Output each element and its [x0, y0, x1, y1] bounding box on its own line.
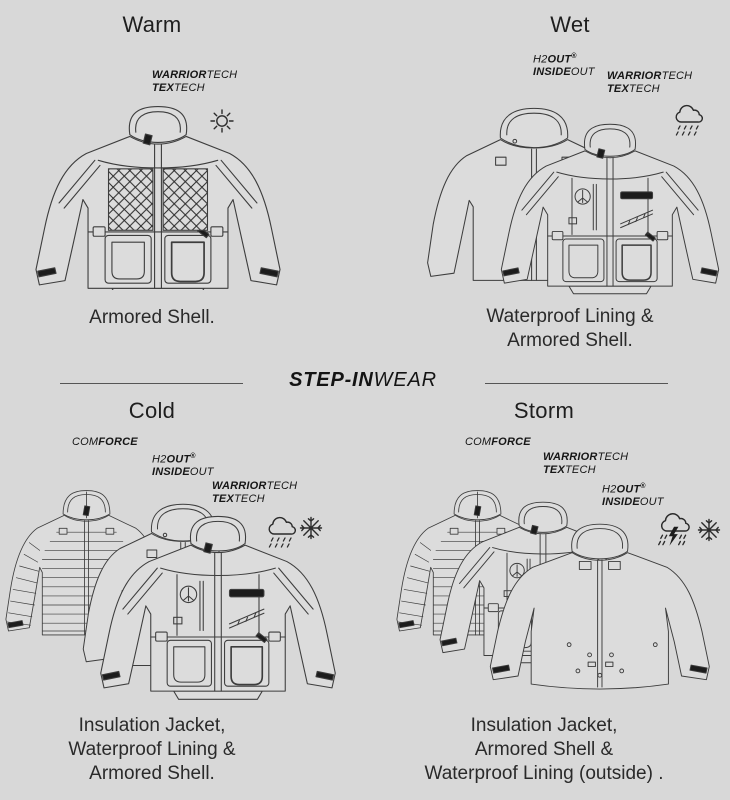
armored-shell-jacket-illustration — [30, 104, 286, 290]
wet-jackets-illustration — [427, 107, 725, 313]
tech-label-warriortech-textech: WARRIORTECH TEXTECH — [607, 70, 693, 95]
caption-wet: Waterproof Lining & Armored Shell. — [486, 306, 654, 351]
cold-jackets-illustration — [5, 490, 364, 706]
sun-icon — [210, 109, 234, 133]
tech-label-warriortech-textech: WARRIORTECH TEXTECH — [152, 69, 238, 94]
section-title-cold: Cold — [128, 398, 176, 423]
section-title-wet: Wet — [550, 12, 590, 37]
brand-divider-step-in-wear: STEP-INWEAR — [289, 369, 437, 391]
storm-cloud-icon — [658, 513, 690, 546]
tech-label-h2out-insideout: H2OUT® INSIDEOUT — [602, 483, 664, 509]
caption-cold: Insulation Jacket, Waterproof Lining & A… — [68, 715, 236, 784]
divider-rule-left — [60, 383, 243, 384]
section-title-warm: Warm — [122, 12, 182, 37]
caption-storm: Insulation Jacket, Armored Shell & Water… — [424, 715, 664, 784]
section-title-storm: Storm — [513, 398, 575, 423]
tech-label-h2out-insideout: H2OUT® INSIDEOUT — [533, 53, 595, 79]
tech-label-warriortech-textech: WARRIORTECH TEXTECH — [212, 480, 298, 505]
tech-label-comforce: COMFORCE — [72, 436, 138, 448]
section-warm: Warm WARRIORTECH TEXTECH Armored Shell. — [0, 0, 365, 380]
section-storm: Storm COMFORCE WARRIORTECH TEXTECH H2OUT… — [365, 380, 730, 800]
caption-warm: Armored Shell. — [89, 307, 215, 328]
section-cold: Cold COMFORCE H2OUT® INSIDEOUT WARRIORTE… — [0, 380, 365, 800]
storm-jackets-illustration — [396, 490, 710, 690]
divider-rule-right — [485, 383, 668, 384]
section-wet: Wet H2OUT® INSIDEOUT WARRIORTECH TEXTECH… — [365, 0, 730, 380]
tech-label-h2out-insideout: H2OUT® INSIDEOUT — [152, 453, 214, 479]
tech-label-warriortech-textech: WARRIORTECH TEXTECH — [543, 451, 629, 476]
tech-label-comforce: COMFORCE — [465, 436, 531, 448]
